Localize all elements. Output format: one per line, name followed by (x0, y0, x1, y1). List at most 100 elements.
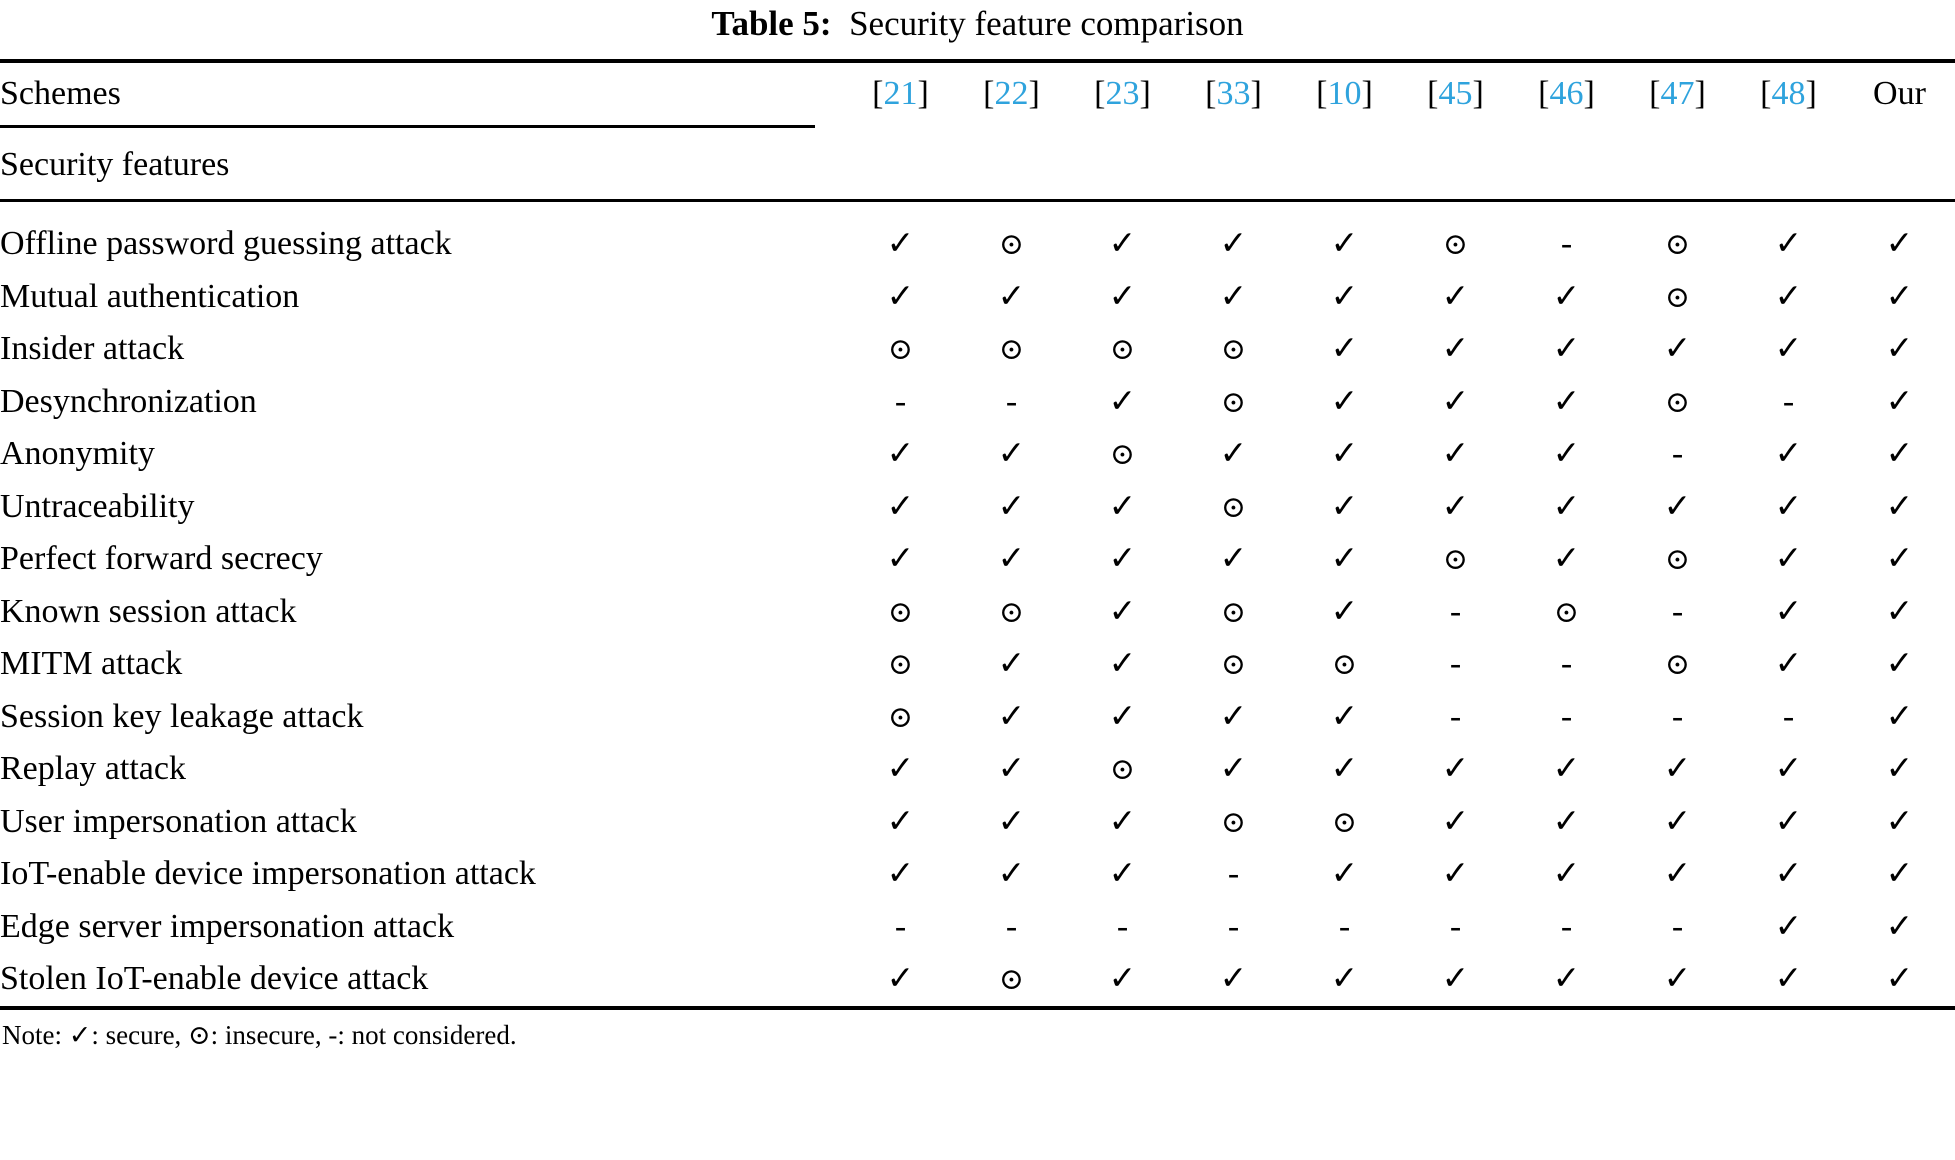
schemes-underline (0, 125, 815, 128)
secure-check-icon-glyph: ✓ (1219, 751, 1248, 788)
secure-check-icon: ✓ (1733, 743, 1844, 796)
secure-check-icon: ✓ (1067, 848, 1178, 901)
secure-check-icon-glyph: ✓ (886, 541, 915, 578)
not-considered-dash-icon: - (1400, 901, 1511, 954)
citation-number[interactable]: 22 (994, 75, 1029, 112)
secure-check-icon: ✓ (1400, 323, 1511, 376)
security-comparison-body: Offline password guessing attack✓⊙✓✓✓⊙-⊙… (0, 218, 1955, 1006)
column-header-46[interactable]: [46] (1511, 63, 1622, 125)
secure-check-icon: ✓ (845, 743, 956, 796)
secure-check-icon: ✓ (956, 533, 1067, 586)
citation-number[interactable]: 48 (1771, 75, 1806, 112)
header-schemes: Schemes (0, 75, 121, 112)
secure-check-icon: ✓ (1622, 796, 1733, 849)
secure-check-icon: ✓ (1844, 691, 1955, 744)
body-top-spacer (0, 202, 1955, 218)
insecure-circle-icon-glyph: ⊙ (1109, 438, 1136, 472)
secure-check-icon-glyph: ✓ (1663, 488, 1692, 525)
column-header-47[interactable]: [47] (1622, 63, 1733, 125)
column-header-21[interactable]: [21] (845, 63, 956, 125)
section-header-row: Security features (0, 131, 1955, 199)
secure-check-icon-glyph: ✓ (1885, 751, 1914, 788)
row-label: Edge server impersonation attack (0, 907, 455, 945)
insecure-circle-icon: ⊙ (1289, 796, 1400, 849)
column-header-48[interactable]: [48] (1733, 63, 1844, 125)
citation-number[interactable]: 46 (1549, 75, 1584, 112)
secure-check-icon-glyph: ✓ (1330, 698, 1359, 735)
row-label: Perfect forward secrecy (0, 540, 323, 578)
schemes-underline-wrap (0, 125, 1955, 131)
secure-check-icon: ✓ (1511, 953, 1622, 1006)
secure-check-icon: ✓ (1289, 481, 1400, 534)
column-header-10[interactable]: [10] (1289, 63, 1400, 125)
insecure-circle-icon: ⊙ (1067, 428, 1178, 481)
not-considered-dash-icon: - (1400, 691, 1511, 744)
secure-check-icon-glyph: ✓ (1330, 383, 1359, 420)
secure-check-icon: ✓ (1289, 218, 1400, 271)
secure-check-icon: ✓ (1400, 796, 1511, 849)
secure-check-icon-glyph: ✓ (1774, 961, 1803, 998)
row-label: Replay attack (0, 750, 186, 788)
bracket-open: [ (1649, 75, 1661, 112)
insecure-circle-icon: ⊙ (1178, 586, 1289, 639)
bracket-open: [ (983, 75, 995, 112)
insecure-circle-icon-glyph: ⊙ (1664, 228, 1691, 262)
secure-check-icon-glyph: ✓ (1441, 278, 1470, 315)
secure-check-icon: ✓ (1511, 848, 1622, 901)
secure-check-icon-glyph: ✓ (1774, 541, 1803, 578)
not-considered-dash-icon-glyph: - (894, 382, 907, 420)
not-considered-dash-icon: - (1511, 691, 1622, 744)
secure-check-icon-glyph: ✓ (997, 646, 1026, 683)
not-considered-dash-icon-glyph: - (1449, 907, 1462, 945)
insecure-circle-icon-glyph: ⊙ (1109, 753, 1136, 787)
secure-check-icon-glyph: ✓ (1330, 961, 1359, 998)
citation-number[interactable]: 33 (1216, 75, 1251, 112)
secure-check-icon-glyph: ✓ (1885, 646, 1914, 683)
column-header-23[interactable]: [23] (1067, 63, 1178, 125)
secure-check-icon-glyph: ✓ (1219, 278, 1248, 315)
insecure-circle-icon-glyph: ⊙ (1331, 805, 1358, 839)
secure-check-icon: ✓ (1067, 586, 1178, 639)
insecure-circle-icon-glyph: ⊙ (887, 648, 914, 682)
secure-check-icon: ✓ (845, 481, 956, 534)
insecure-circle-icon-glyph: ⊙ (1664, 280, 1691, 314)
insecure-circle-icon-glyph: ⊙ (1220, 648, 1247, 682)
not-considered-dash-icon: - (1511, 638, 1622, 691)
citation-number[interactable]: 21 (883, 75, 918, 112)
secure-check-icon-glyph: ✓ (997, 698, 1026, 735)
secure-check-icon: ✓ (1178, 428, 1289, 481)
secure-check-icon: ✓ (1733, 428, 1844, 481)
not-considered-dash-icon-glyph: - (1227, 855, 1240, 893)
secure-check-icon-glyph: ✓ (1219, 698, 1248, 735)
secure-check-icon-glyph: ✓ (1885, 803, 1914, 840)
secure-check-icon: ✓ (1289, 323, 1400, 376)
secure-check-icon-glyph: ✓ (1774, 436, 1803, 473)
column-header-33[interactable]: [33] (1178, 63, 1289, 125)
not-considered-dash-icon: - (1400, 638, 1511, 691)
secure-check-icon-glyph: ✓ (1330, 226, 1359, 263)
secure-check-icon: ✓ (1067, 953, 1178, 1006)
insecure-circle-icon-glyph: ⊙ (1220, 595, 1247, 629)
not-considered-dash-icon-glyph: - (1671, 435, 1684, 473)
insecure-circle-icon: ⊙ (956, 323, 1067, 376)
not-considered-dash-icon: - (1511, 901, 1622, 954)
table-header-row: Schemes [21] [22] [23] [33] [10] [45] [4… (0, 63, 1955, 125)
secure-check-icon-glyph: ✓ (1885, 226, 1914, 263)
section-header-filler (845, 131, 1955, 199)
secure-check-icon-glyph: ✓ (1108, 803, 1137, 840)
citation-number[interactable]: 10 (1327, 75, 1362, 112)
column-header-22[interactable]: [22] (956, 63, 1067, 125)
column-header-45[interactable]: [45] (1400, 63, 1511, 125)
secure-check-icon: ✓ (956, 691, 1067, 744)
citation-number[interactable]: 45 (1438, 75, 1473, 112)
citation-number[interactable]: 47 (1660, 75, 1695, 112)
insecure-circle-icon-glyph: ⊙ (1664, 385, 1691, 419)
secure-check-icon: ✓ (1067, 481, 1178, 534)
secure-check-icon-glyph: ✓ (1330, 593, 1359, 630)
citation-number[interactable]: 23 (1105, 75, 1140, 112)
secure-check-icon: ✓ (1844, 376, 1955, 429)
secure-check-icon-glyph: ✓ (1441, 383, 1470, 420)
secure-check-icon: ✓ (956, 481, 1067, 534)
insecure-circle-icon: ⊙ (845, 691, 956, 744)
not-considered-dash-icon: - (956, 376, 1067, 429)
